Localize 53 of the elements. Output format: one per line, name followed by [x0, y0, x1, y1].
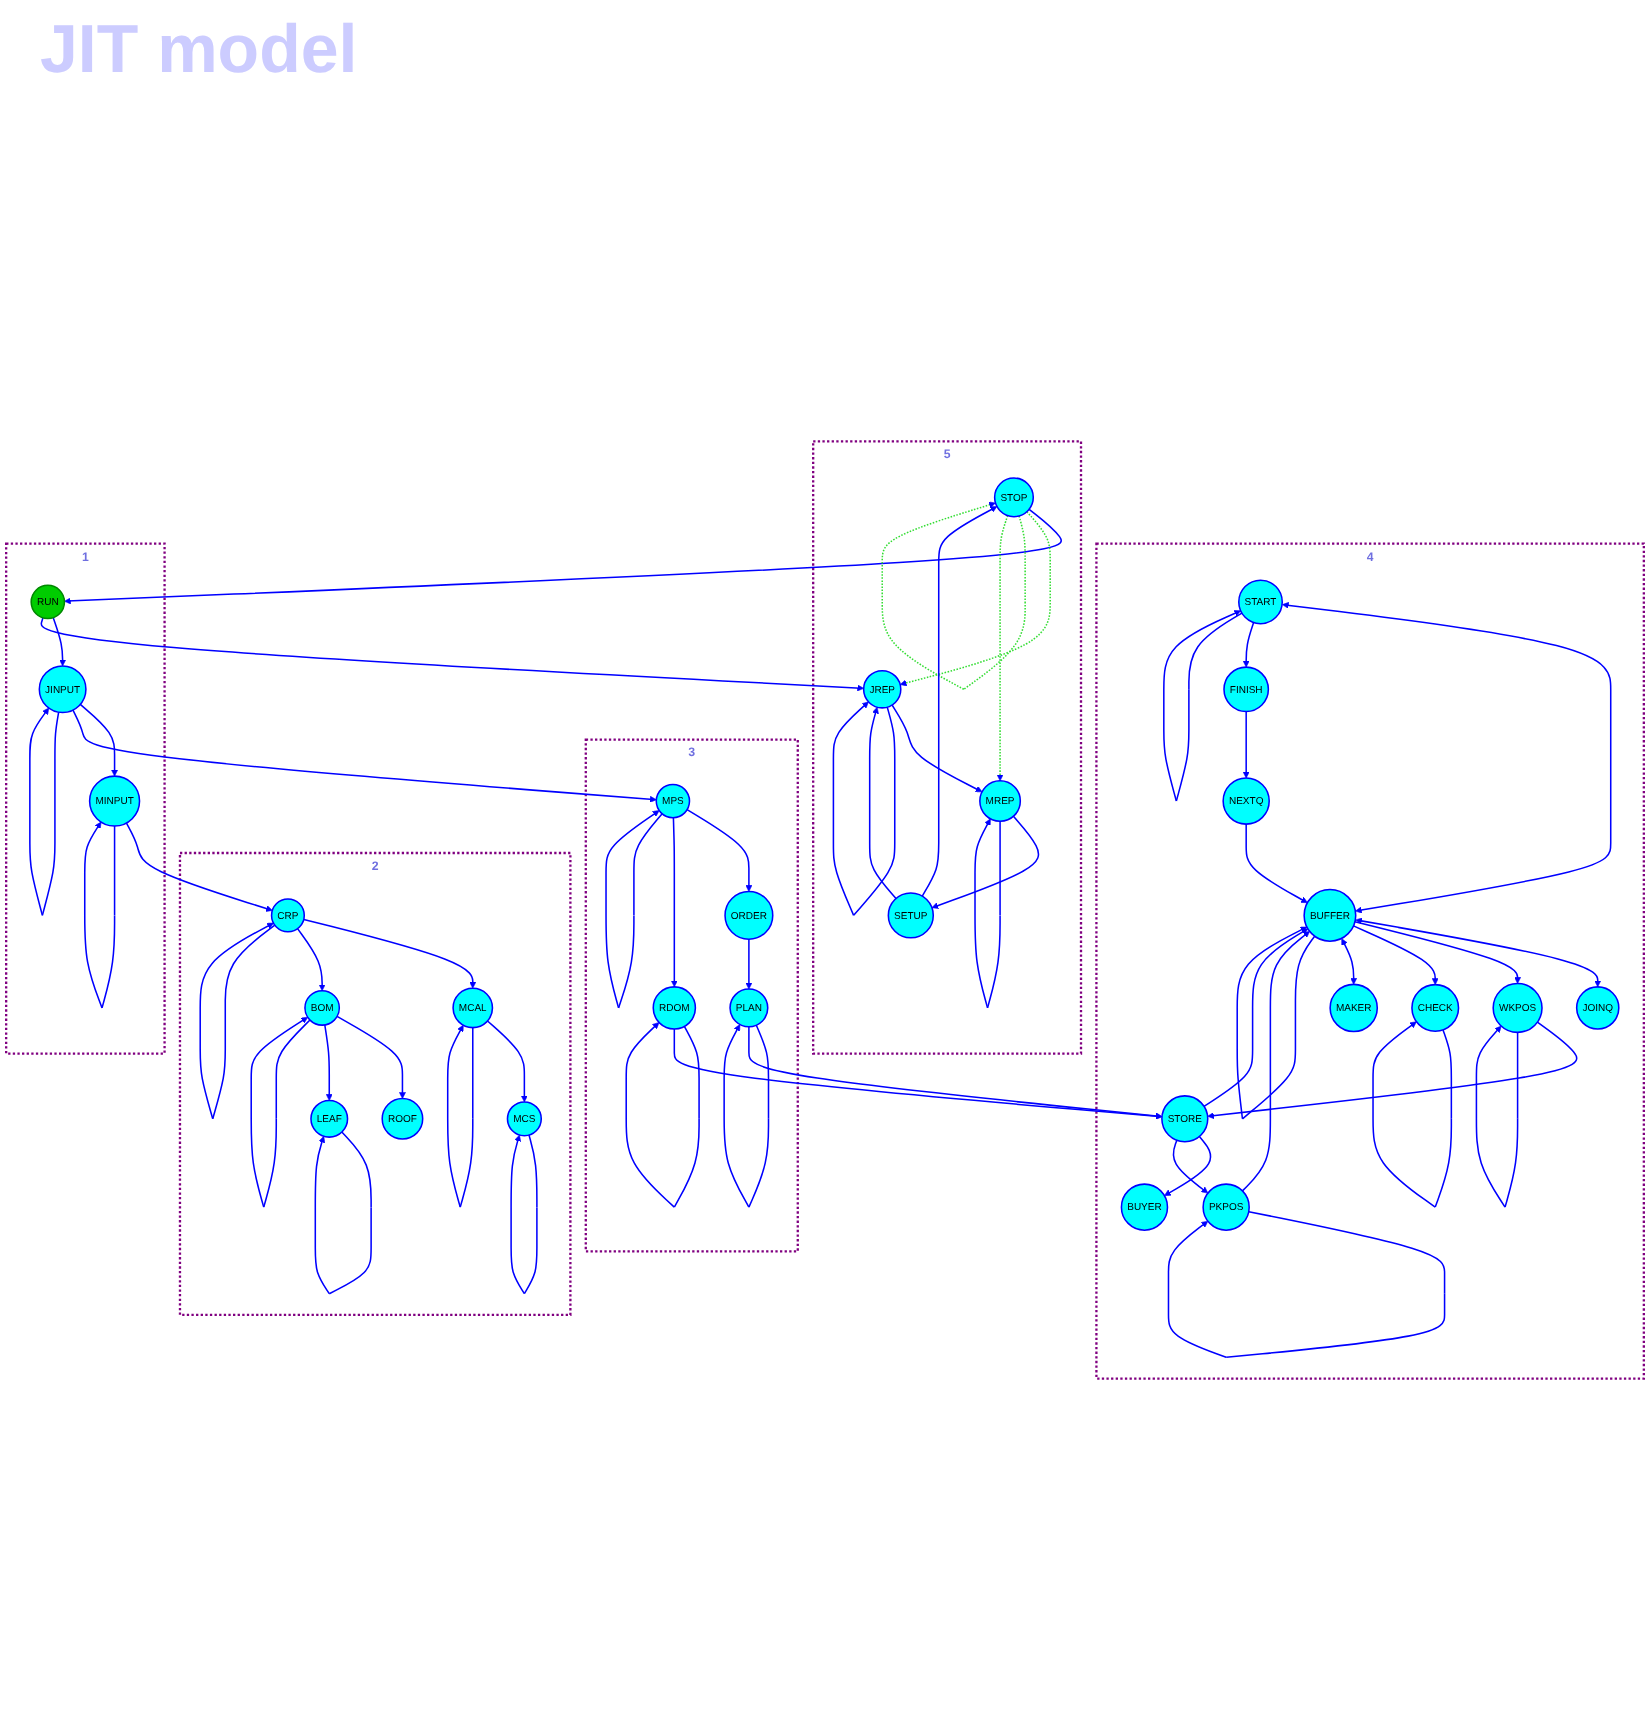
arrow	[1352, 925, 1439, 985]
arrow	[686, 808, 753, 892]
arrow	[891, 704, 983, 793]
arrow	[745, 938, 753, 990]
arrow	[748, 1026, 1163, 1120]
arrow	[314, 1131, 372, 1295]
arrow	[1242, 621, 1255, 668]
arrow	[1475, 1025, 1519, 1208]
arrow	[29, 707, 60, 917]
arrow	[79, 703, 118, 777]
arrow	[1207, 1021, 1578, 1119]
arrow	[1163, 610, 1243, 802]
arrow	[1354, 920, 1521, 984]
arrow	[1172, 1139, 1209, 1194]
arrow	[670, 816, 678, 988]
arrow	[881, 501, 1026, 691]
arrow	[125, 822, 273, 912]
arrow	[52, 616, 66, 667]
arrow	[324, 1024, 333, 1101]
arrow	[1203, 928, 1309, 1108]
arrow	[303, 918, 477, 989]
arrow	[336, 1015, 406, 1099]
arrow	[486, 1020, 528, 1103]
arrow	[1372, 1021, 1453, 1208]
arrow	[832, 701, 896, 917]
arrow	[446, 1024, 474, 1208]
arrow	[931, 815, 1040, 909]
arrow	[1236, 926, 1316, 1120]
arrow	[250, 1016, 311, 1208]
arrow	[64, 508, 1063, 605]
arrow	[40, 617, 864, 692]
arrow	[974, 818, 1001, 1009]
arrow	[1164, 1135, 1212, 1196]
arrow	[1242, 710, 1250, 779]
arrow	[605, 810, 663, 1009]
arrow	[1282, 602, 1612, 914]
arrow	[625, 1022, 700, 1208]
arrow	[899, 511, 1051, 687]
arrow	[510, 1134, 538, 1295]
arrow	[996, 514, 1009, 782]
arrow	[868, 706, 897, 900]
arrow	[199, 922, 276, 1120]
arrow	[1355, 917, 1602, 988]
arrow	[84, 821, 116, 1009]
arrow	[1167, 1210, 1446, 1359]
arrow	[723, 1024, 770, 1208]
arrow	[673, 1028, 1163, 1120]
arrow	[921, 506, 998, 897]
arrow	[72, 709, 657, 803]
arrow	[1341, 938, 1358, 985]
arrow	[1245, 823, 1308, 904]
arrow	[1241, 931, 1310, 1192]
arrow	[296, 927, 326, 992]
